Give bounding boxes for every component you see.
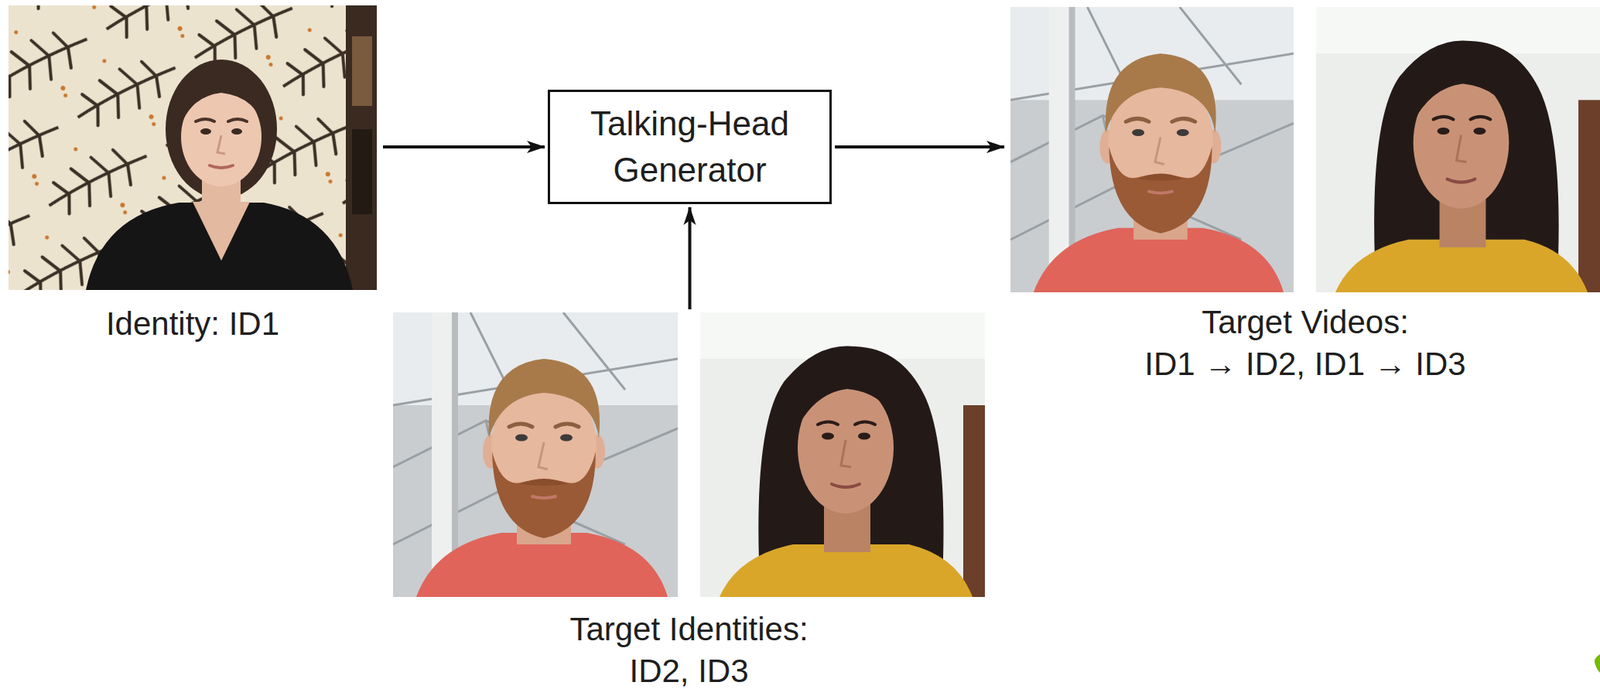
- process-box: Talking-Head Generator: [547, 89, 832, 205]
- target-photo: [700, 312, 985, 598]
- target-identities-group: Target Identities: ID2, ID3: [389, 312, 989, 689]
- identity-group: Identity: ID1: [5, 5, 380, 346]
- logo-fragment: [1589, 651, 1600, 677]
- text-line: ID2, ID3: [389, 650, 989, 689]
- arrow-connector: [834, 145, 1005, 149]
- arrow-connector: [382, 145, 545, 149]
- text-line: Target Videos:: [1007, 301, 1600, 344]
- photo-slot: [5, 5, 380, 291]
- video-frame: [1010, 6, 1294, 293]
- target-videos-group: Target Videos: ID1 → ID2, ID1 → ID3: [1007, 6, 1600, 386]
- text-line: ID1 → ID2, ID1 → ID3: [1007, 343, 1600, 386]
- photo-slot: [1007, 6, 1600, 293]
- arrow-connector: [688, 207, 692, 310]
- text-line: Target Identities:: [389, 608, 989, 651]
- identity-photo: [8, 5, 377, 291]
- box-label: Talking-Head Generator: [560, 100, 819, 194]
- caption-label: Identity: ID1: [5, 303, 380, 346]
- photo-slot: [389, 312, 989, 598]
- caption-label: Target Videos: ID1 → ID2, ID1 → ID3: [1007, 301, 1600, 386]
- target-photo: [393, 312, 678, 598]
- video-frame: [1316, 6, 1600, 293]
- caption-label: Target Identities: ID2, ID3: [389, 608, 989, 689]
